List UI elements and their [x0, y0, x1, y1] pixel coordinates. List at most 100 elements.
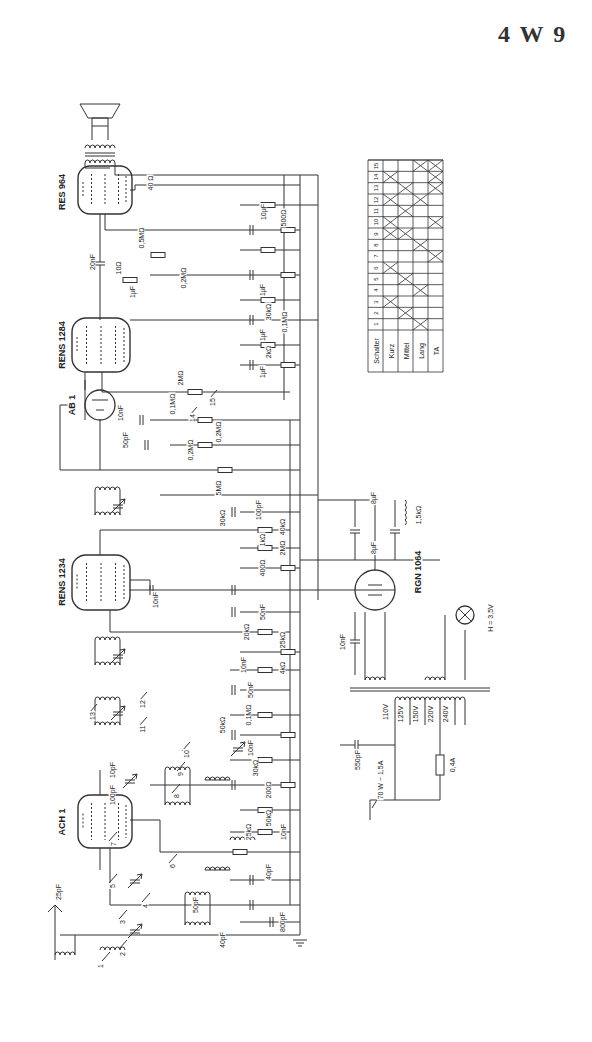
component-value: 1µF: [259, 328, 266, 342]
resistor-symbol: [281, 566, 295, 571]
component-value: 0,2MΩ: [180, 267, 187, 290]
component-value: 50pF: [192, 896, 199, 914]
component-value: 110V: [382, 703, 389, 721]
component-value: 2: [119, 951, 126, 957]
component-value: 4: [142, 903, 149, 909]
component-value: 40pF: [265, 863, 272, 881]
table-cell: Lang: [417, 342, 424, 360]
resistor-symbol: [258, 758, 272, 763]
table-cell: TA: [432, 346, 439, 356]
tube-envelope: [355, 570, 395, 610]
component-value: 100pF: [255, 499, 262, 521]
component-value: 100pF: [109, 784, 116, 806]
component-value: 0,2MΩ: [215, 421, 222, 444]
resistor-symbol: [198, 443, 212, 448]
table-cell: 2: [373, 310, 379, 315]
resistor-symbol: [281, 228, 295, 233]
component-value: 10nF: [117, 404, 124, 422]
resistor-symbol: [258, 630, 272, 635]
component-value: 10nF: [247, 739, 254, 757]
component-value: 1kΩ: [259, 533, 266, 548]
component-value: 800pF: [279, 911, 286, 933]
component-value: 2MΩ: [177, 370, 184, 387]
component-value: 0,1MΩ: [281, 311, 288, 334]
component-value: H = 3,5V: [487, 603, 494, 632]
component-value: 10Ω: [115, 260, 122, 275]
component-value: 8µF: [370, 491, 377, 505]
component-value: 14: [189, 413, 196, 423]
wiring-and-symbols: [48, 104, 490, 961]
component-value: 25kΩ: [279, 631, 286, 650]
component-value: 50pF: [122, 431, 129, 449]
table-cell: 9: [373, 231, 379, 236]
component-value: 25kΩ: [245, 823, 252, 842]
component-value: 7: [110, 841, 117, 847]
component-value: 5: [109, 883, 116, 889]
tube-electrodes: [77, 326, 124, 364]
table-cell: 6: [373, 265, 379, 270]
tube-name: RGN 1064: [414, 550, 423, 595]
table-cell: 4: [373, 288, 379, 293]
table-cell: 13: [373, 184, 379, 193]
component-value: 8µF: [370, 541, 377, 555]
table-cell: 15: [373, 161, 379, 170]
component-value: 25pF: [55, 883, 62, 901]
component-value: 8: [173, 793, 180, 799]
table-cell: 7: [373, 254, 379, 259]
component-value: 70 W ~ 1,5A: [377, 760, 384, 801]
component-value: 2kΩ: [265, 345, 272, 360]
table-cell: 12: [373, 195, 379, 204]
component-value: 1,5kΩ: [415, 505, 422, 525]
table-cell: 1: [373, 322, 379, 327]
resistor-symbol: [261, 248, 275, 253]
fuse-symbol: [436, 755, 444, 775]
component-value: 50nF: [259, 603, 266, 621]
component-value: 15: [209, 397, 216, 407]
tube-envelope: [85, 390, 115, 420]
component-value: 125V: [397, 705, 404, 723]
component-value: 12: [139, 699, 146, 709]
component-value: 0,2MΩ: [187, 439, 194, 462]
tube-envelope: [78, 795, 132, 848]
tube-name: RES 964: [58, 173, 67, 211]
table-cell: 8: [373, 242, 379, 247]
component-value: 50kΩ: [265, 809, 272, 828]
component-value: 0,5MΩ: [138, 227, 145, 250]
resistor-symbol: [188, 390, 202, 395]
tube-envelope: [72, 318, 130, 372]
component-value: 30kΩ: [219, 509, 226, 528]
component-value: 10nF: [152, 591, 159, 609]
resistor-symbol: [258, 668, 272, 673]
tube-name: ACH 1: [58, 807, 67, 836]
component-value: 30kΩ: [252, 759, 259, 778]
table-cell: 10: [373, 218, 379, 227]
component-value: 0,1MΩ: [169, 393, 176, 416]
component-value: 220V: [427, 705, 434, 723]
component-value: 10nF: [280, 823, 287, 841]
table-cell: Kurz: [387, 343, 394, 359]
component-value: 2MΩ: [279, 540, 286, 557]
component-value: 20nF: [89, 253, 96, 271]
component-value: 10nF: [339, 633, 346, 651]
component-value: 0,1MΩ: [245, 704, 252, 727]
component-value: 50nF: [247, 681, 254, 699]
resistor-symbol: [123, 278, 137, 283]
component-value: 10: [183, 749, 190, 759]
resistor-symbol: [281, 650, 295, 655]
component-value: 1µF: [259, 283, 266, 297]
table-cell: Mittel: [402, 342, 409, 361]
tube-electrodes: [77, 563, 124, 602]
resistor-symbol: [281, 273, 295, 278]
table-cell: Schalter: [372, 337, 379, 365]
component-value: 10nF: [240, 656, 247, 674]
component-value: 6: [169, 863, 176, 869]
table-cell: 5: [373, 276, 379, 281]
component-value: 400Ω: [259, 559, 266, 578]
tube-electrodes: [83, 803, 126, 840]
component-value: 500Ω: [280, 209, 287, 228]
component-value: 550pF: [354, 749, 361, 771]
component-value: 240V: [442, 705, 449, 723]
component-value: 40pF: [219, 931, 226, 949]
